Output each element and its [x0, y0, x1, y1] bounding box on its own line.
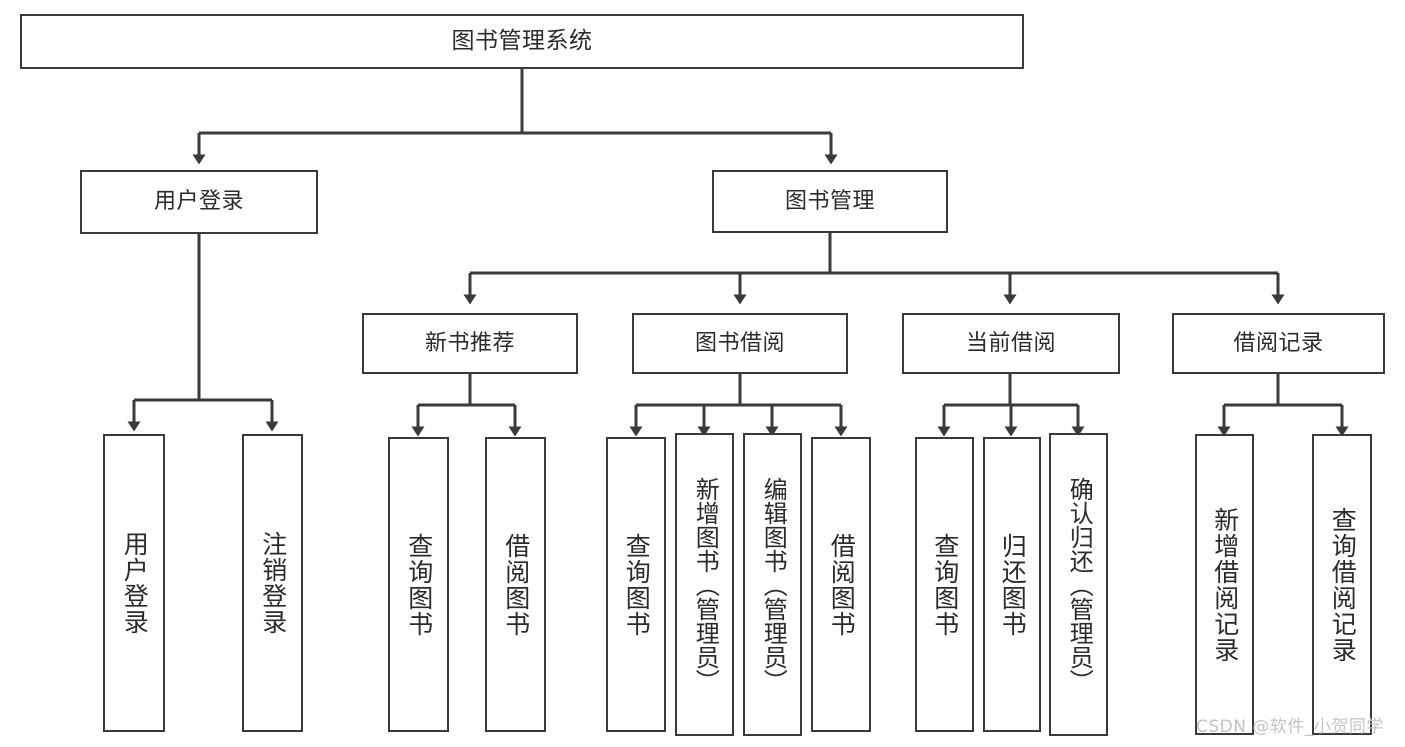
node-label: 图书借阅: [694, 330, 785, 356]
leaf-query-borrow-record[interactable]: 查询借阅记录: [1312, 434, 1372, 735]
node-label: 查询图书: [404, 532, 434, 637]
leaf-query-book-current[interactable]: 查询图书: [915, 437, 974, 732]
node-label: 归还图书: [998, 532, 1028, 637]
node-label: 查询图书: [930, 532, 960, 637]
node-book-borrow[interactable]: 图书借阅: [632, 313, 848, 374]
node-label: 新增图书（管理员）: [691, 476, 720, 693]
node-user-login[interactable]: 用户登录: [80, 170, 318, 234]
node-label: 新增借阅记录: [1210, 506, 1240, 663]
node-book-management[interactable]: 图书管理: [712, 170, 948, 233]
leaf-add-borrow-record[interactable]: 新增借阅记录: [1195, 434, 1254, 735]
node-label: 查询图书: [622, 532, 652, 637]
leaf-edit-book-admin[interactable]: 编辑图书（管理员）: [743, 433, 802, 736]
node-label: 借阅图书: [501, 532, 531, 637]
node-current-borrow[interactable]: 当前借阅: [902, 313, 1120, 374]
leaf-add-book-admin[interactable]: 新增图书（管理员）: [675, 433, 734, 736]
node-label: 图书管理系统: [451, 28, 593, 54]
node-label: 用户登录: [153, 189, 244, 214]
leaf-query-book-recommend[interactable]: 查询图书: [388, 437, 449, 732]
leaf-borrow-book-recommend[interactable]: 借阅图书: [485, 437, 546, 732]
leaf-user-login[interactable]: 用户登录: [103, 434, 165, 732]
node-label: 编辑图书（管理员）: [759, 476, 788, 693]
node-label: 查询借阅记录: [1328, 506, 1358, 663]
leaf-logout[interactable]: 注销登录: [242, 434, 303, 732]
node-label: 借阅记录: [1233, 330, 1324, 356]
leaf-borrow-book[interactable]: 借阅图书: [811, 437, 871, 732]
node-label: 注销登录: [258, 531, 288, 635]
leaf-query-book-borrow[interactable]: 查询图书: [606, 437, 666, 732]
node-new-book-recommend[interactable]: 新书推荐: [362, 313, 578, 374]
node-borrow-record[interactable]: 借阅记录: [1172, 313, 1385, 374]
node-label: 新书推荐: [424, 330, 515, 356]
node-label: 当前借阅: [965, 330, 1056, 356]
node-root-system[interactable]: 图书管理系统: [20, 14, 1024, 69]
leaf-confirm-return-admin[interactable]: 确认归还（管理员）: [1049, 433, 1108, 736]
node-label: 图书管理: [784, 188, 875, 214]
leaf-return-book[interactable]: 归还图书: [983, 437, 1041, 732]
node-label: 确认归还（管理员）: [1065, 476, 1094, 693]
node-label: 借阅图书: [827, 532, 857, 637]
node-label: 用户登录: [120, 531, 150, 635]
